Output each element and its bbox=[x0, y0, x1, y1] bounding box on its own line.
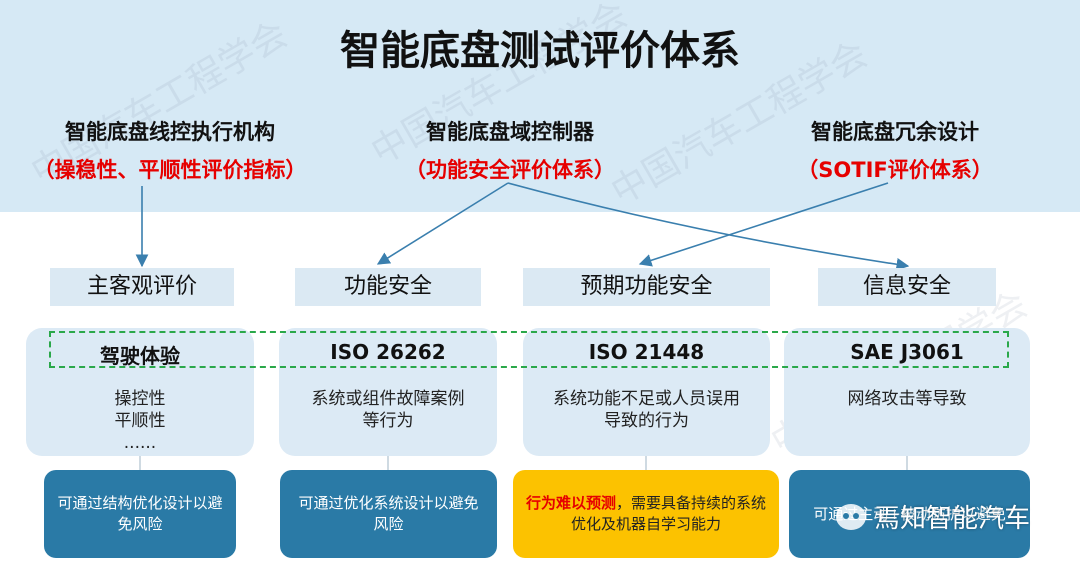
card-body: 网络攻击等导致 bbox=[792, 388, 1022, 410]
note-continuous-optimization: 行为难以预测，需要具备持续的系统优化及机器自学习能力 bbox=[513, 470, 779, 558]
card-iso-26262: ISO 26262 系统或组件故障案例 等行为 bbox=[279, 328, 497, 456]
arrow-controller-to-cybersecurity bbox=[507, 182, 910, 271]
source-sub: （操稳性、平顺性评价指标） bbox=[33, 158, 307, 182]
source-domain-controller: 智能底盘域控制器 （功能安全评价体系） bbox=[380, 116, 640, 184]
source-label: 智能底盘域控制器 bbox=[426, 120, 594, 144]
wechat-icon bbox=[836, 503, 866, 530]
category-functional-safety: 功能安全 bbox=[295, 268, 481, 306]
card-line: 平顺性 bbox=[114, 411, 166, 431]
card-heading: ISO 26262 bbox=[330, 340, 446, 364]
card-heading: 驾驶体验 bbox=[100, 344, 180, 368]
note-structural-optimization: 可通过结构优化设计以避免风险 bbox=[44, 470, 236, 558]
category-cybersecurity: 信息安全 bbox=[818, 268, 996, 306]
card-line: 导致的行为 bbox=[604, 411, 689, 431]
note-text: 可通过优化系统设计以避免风险 bbox=[298, 494, 479, 533]
card-line: 系统功能不足或人员误用 bbox=[553, 389, 740, 409]
card-sae-j3061: SAE J3061 网络攻击等导致 bbox=[784, 328, 1030, 456]
card-body: 系统功能不足或人员误用 导致的行为 bbox=[531, 388, 762, 432]
note-highlight: 行为难以预测 bbox=[525, 494, 616, 512]
source-actuator: 智能底盘线控执行机构 （操稳性、平顺性评价指标） bbox=[20, 116, 320, 184]
category-subjective-objective: 主客观评价 bbox=[50, 268, 234, 306]
category-sotif: 预期功能安全 bbox=[523, 268, 770, 306]
source-label: 智能底盘冗余设计 bbox=[811, 120, 979, 144]
card-body: 系统或组件故障案例 等行为 bbox=[287, 388, 489, 432]
watermark-badge: 焉知智能汽车 bbox=[836, 498, 1030, 535]
card-line: 等行为 bbox=[362, 411, 414, 431]
source-sub: （功能安全评价体系） bbox=[405, 158, 615, 182]
card-line: 网络攻击等导致 bbox=[847, 389, 967, 409]
arrow-redundancy-to-sotif bbox=[638, 182, 889, 267]
note-text: 可通过结构优化设计以避免风险 bbox=[57, 494, 223, 533]
dashed-highlight-box bbox=[49, 331, 1009, 368]
card-driving-experience: 驾驶体验 操控性 平顺性 ...... bbox=[26, 328, 254, 456]
source-sub: （SOTIF评价体系） bbox=[797, 158, 993, 182]
card-heading: ISO 21448 bbox=[588, 340, 705, 364]
header-band bbox=[0, 0, 1080, 212]
note-system-design: 可通过优化系统设计以避免风险 bbox=[280, 470, 497, 558]
card-line: 操控性 bbox=[114, 389, 166, 409]
card-iso-21448: ISO 21448 系统功能不足或人员误用 导致的行为 bbox=[523, 328, 770, 456]
card-line: ...... bbox=[123, 433, 157, 453]
source-label: 智能底盘线控执行机构 bbox=[65, 120, 275, 144]
diagram-title: 智能底盘测试评价体系 bbox=[340, 28, 740, 74]
watermark-badge-text: 焉知智能汽车 bbox=[874, 504, 1031, 534]
card-body: 操控性 平顺性 ...... bbox=[34, 388, 246, 454]
arrow-controller-to-functional-safety bbox=[376, 182, 509, 265]
card-line: 系统或组件故障案例 bbox=[311, 389, 465, 409]
card-heading: SAE J3061 bbox=[850, 340, 964, 364]
note-text: ，需要具备持续的系统优化及机器自学习能力 bbox=[570, 494, 767, 533]
source-redundancy: 智能底盘冗余设计 （SOTIF评价体系） bbox=[770, 116, 1020, 184]
